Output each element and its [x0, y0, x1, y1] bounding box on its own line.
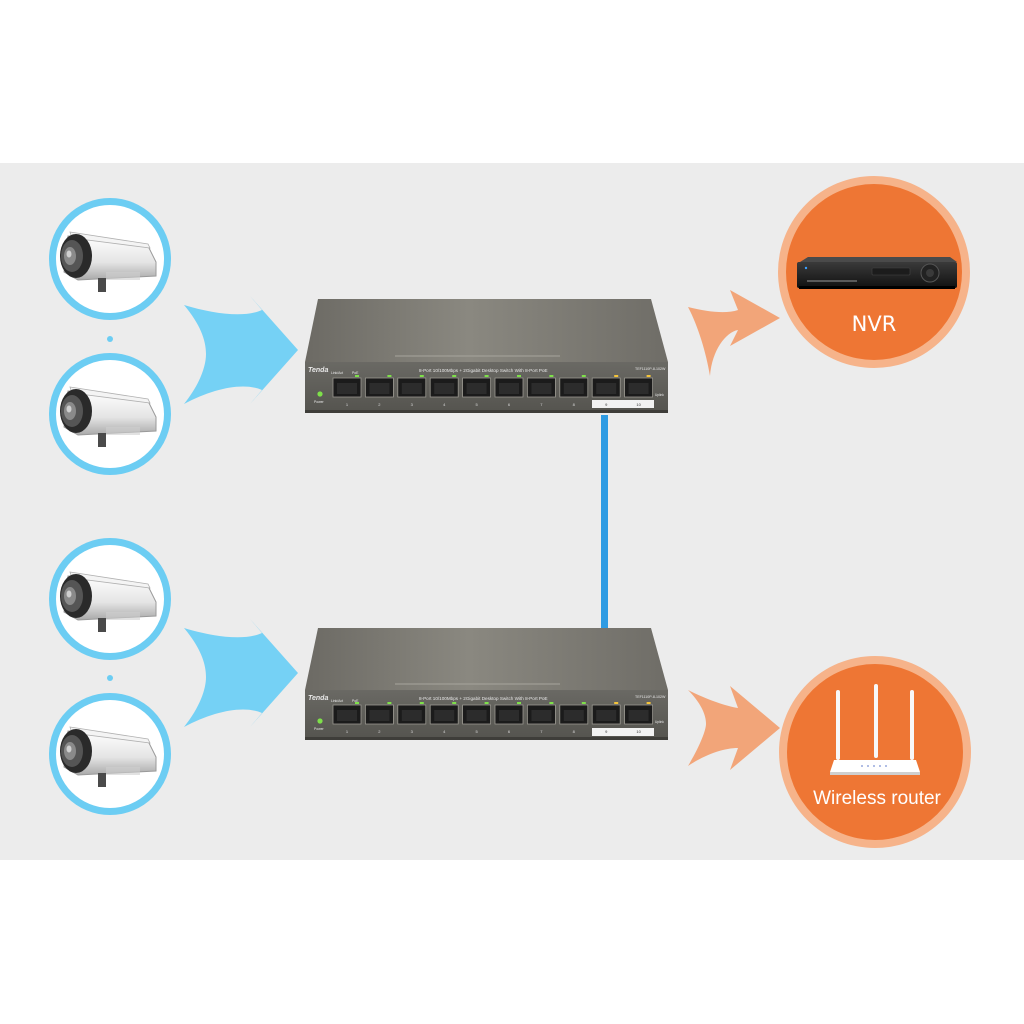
switch-model-title: 8-Port 10/100Mbps + 2Gigabit Desktop Swi… [419, 368, 548, 373]
wireless-router-icon [830, 684, 920, 775]
rj45-port [429, 702, 459, 725]
nvr-device: NVR [778, 176, 970, 368]
power-led [317, 391, 323, 397]
rj45-port [559, 375, 589, 398]
poe-switch-bottom: Tenda 8-Port 10/100Mbps + 2Gigabit Deskt… [305, 628, 668, 740]
brand-logo: Tenda [308, 695, 328, 702]
switch-model-number: TEF1110P-8-102W [635, 367, 666, 371]
camera-group-top [49, 198, 171, 475]
rj45-port [591, 702, 621, 725]
router-label: Wireless router [813, 788, 941, 809]
rj45-port [591, 375, 621, 398]
poe-label: PoE [352, 699, 359, 703]
port-number: 7 [540, 729, 543, 734]
port-number: 2 [378, 402, 381, 407]
power-label: Power [314, 727, 324, 731]
port-number: 6 [508, 729, 511, 734]
nvr-recorder-icon [797, 257, 957, 289]
rj45-port [494, 375, 524, 398]
rj45-port [332, 702, 362, 725]
camera-group-bottom [49, 538, 171, 815]
gigabit-port-label-strip [592, 728, 654, 736]
rj45-port [624, 702, 653, 725]
port-number: 3 [411, 729, 414, 734]
port-number: 8 [573, 402, 576, 407]
blue-arrow-bottom [184, 619, 298, 727]
rj45-port [332, 375, 362, 398]
power-led [317, 718, 323, 724]
uplink-label: Uplink [655, 393, 664, 397]
port-number: 10 [636, 729, 641, 734]
port-number-row: 1 2 3 4 5 6 7 8 9 10 [346, 402, 642, 407]
switch-model-title: 8-Port 10/100Mbps + 2Gigabit Desktop Swi… [419, 696, 548, 701]
uplink-cable [601, 415, 608, 629]
orange-arrow-top [688, 290, 780, 376]
link-act-label: Link/Act [331, 371, 343, 375]
rj45-port [462, 375, 492, 398]
port-number: 4 [443, 729, 446, 734]
rj45-port [397, 375, 427, 398]
orange-arrow-bottom [688, 686, 780, 770]
port-number: 4 [443, 402, 446, 407]
port-number: 2 [378, 729, 381, 734]
port-number: 1 [346, 729, 349, 734]
port-number-row: 1 2 3 4 5 6 7 8 9 10 [346, 729, 642, 734]
uplink-label: Uplink [655, 720, 664, 724]
port-number: 1 [346, 402, 349, 407]
gigabit-port-label-strip [592, 400, 654, 408]
poe-switch-top: Tenda 8-Port 10/100Mbps + 2Gigabit Deskt… [305, 299, 668, 413]
port-number: 10 [636, 402, 641, 407]
brand-logo: Tenda [308, 367, 328, 374]
ellipsis-dot [107, 675, 113, 681]
port-number: 6 [508, 402, 511, 407]
poe-label: PoE [352, 371, 359, 375]
ellipsis-dot [107, 336, 113, 342]
port-number: 5 [475, 729, 478, 734]
rj45-port [462, 702, 492, 725]
rj45-port [364, 702, 394, 725]
port-number: 9 [605, 729, 608, 734]
port-number: 9 [605, 402, 608, 407]
link-act-label: Link/Act [331, 699, 343, 703]
rj45-port [429, 375, 459, 398]
rj45-port [397, 702, 427, 725]
rj45-port [527, 702, 556, 725]
rj45-port [494, 702, 524, 725]
port-number: 8 [573, 729, 576, 734]
rj45-port [559, 702, 589, 725]
router-device: Wireless router [779, 656, 971, 848]
power-label: Power [314, 400, 324, 404]
port-number: 5 [475, 402, 478, 407]
blue-arrow-top [184, 296, 298, 404]
switch-model-number: TEF1110P-8-102W [635, 695, 666, 699]
port-row [332, 702, 653, 725]
port-number: 3 [411, 402, 414, 407]
rj45-port [364, 375, 394, 398]
port-number: 7 [540, 402, 543, 407]
rj45-port [624, 375, 653, 398]
rj45-port [527, 375, 556, 398]
nvr-label: NVR [852, 312, 897, 336]
port-row [332, 375, 653, 398]
